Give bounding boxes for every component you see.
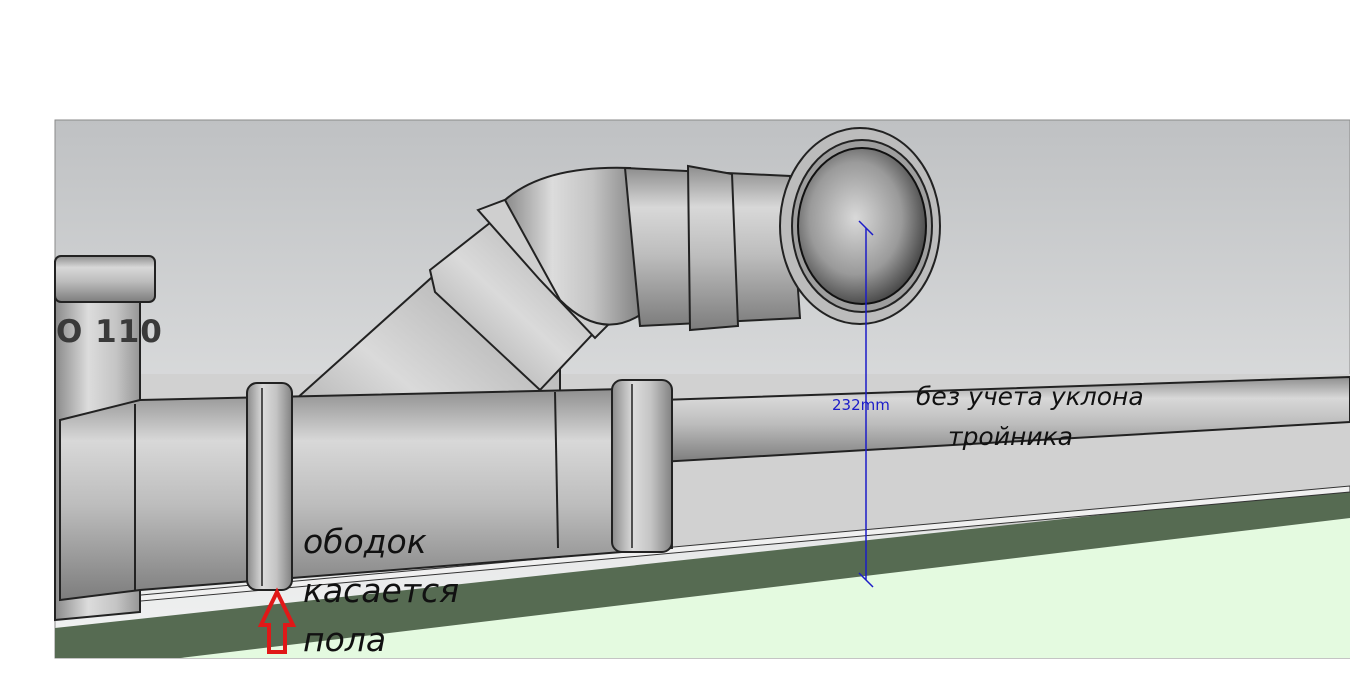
main-pipe: [59, 386, 674, 602]
dimension-line: [858, 220, 874, 588]
pipe-ring-right: [611, 379, 673, 553]
left-fitting-rim: [54, 255, 156, 303]
rim-note-line-2: касается: [303, 571, 460, 610]
slope-note-line-1: без учета уклона: [916, 382, 1144, 411]
pipe-stamp: O 110: [56, 314, 163, 350]
rim-note-line-3: пола: [303, 620, 387, 659]
slope-note-line-2: тройника: [948, 422, 1073, 451]
socket-mouth: [797, 147, 927, 305]
dimension-label: 232mm: [832, 396, 890, 414]
upper-coupling: [686, 164, 740, 332]
ground-dark: [55, 488, 1350, 658]
main-pipe-seam: [554, 391, 559, 549]
red-arrow-icon: [257, 587, 297, 654]
pipe-ring-left: [246, 382, 293, 591]
rim-note-line-1: ободок: [303, 522, 427, 561]
